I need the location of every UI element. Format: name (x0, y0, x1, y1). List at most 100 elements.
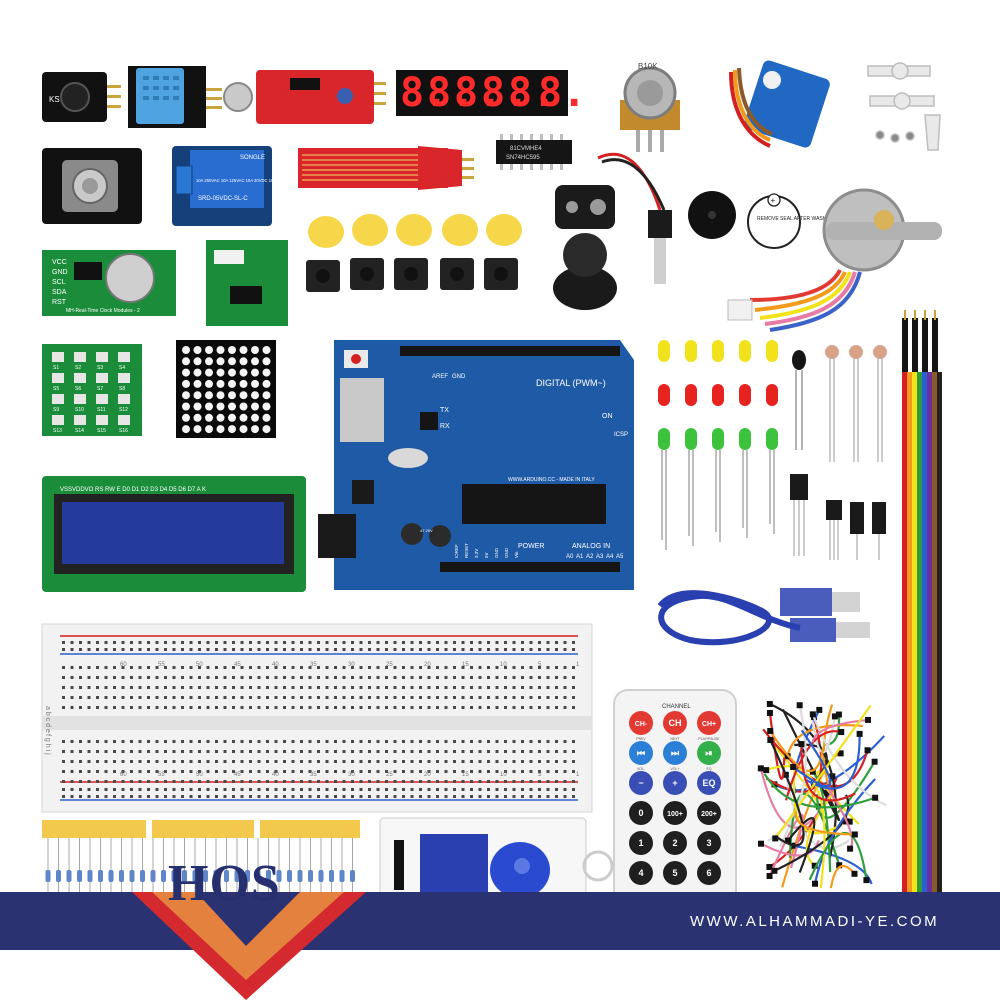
breadboard-number: 15 (462, 772, 469, 778)
led (712, 340, 724, 362)
breadboard-number: 20 (424, 662, 431, 668)
remote-button-label: ⏯ (705, 748, 712, 758)
remote-button-sub: PREV (636, 737, 646, 741)
led (739, 384, 751, 406)
remote-button-sub: NEXT (670, 737, 680, 741)
keypad-key-label: S13 (53, 428, 62, 434)
remote-button-label: CH+ (702, 721, 716, 728)
keypad-key (74, 352, 86, 362)
arduino-power-label: POWER (518, 543, 544, 550)
jumper-wires (757, 700, 887, 889)
segment-digit-6: 8. (538, 70, 586, 116)
rfid-module (379, 817, 614, 899)
led (712, 384, 724, 406)
led-matrix-driver-module (206, 240, 288, 326)
keypad-key-label: S14 (75, 428, 84, 434)
arduino-aref: AREF (432, 374, 448, 380)
arduino-power-pin: GND (494, 547, 499, 558)
segment-digit-2: 8. (427, 70, 475, 116)
arduino-digital-label: DIGITAL (PWM~) (536, 378, 606, 388)
remote-button (629, 771, 653, 795)
remote-button-sub: VOL- (637, 767, 646, 771)
arduino-analog-pin: A4 (606, 554, 614, 560)
keypad-key-label: S15 (97, 428, 106, 434)
arduino-tx: TX (440, 407, 449, 414)
shift-register-chip: 81CVMHE4 SN74HC595 (496, 134, 572, 170)
led-set (658, 340, 778, 550)
breadboard-number: 40 (272, 772, 279, 778)
remote-button (697, 711, 721, 735)
remote-button-label: 0 (638, 808, 643, 818)
remote-header: CHANNEL (662, 704, 691, 710)
arduino-analog-pin: A3 (596, 554, 604, 560)
led (685, 340, 697, 362)
remote-button (629, 741, 653, 765)
push-button-caps (308, 214, 522, 248)
resistor-strip (42, 820, 360, 892)
potentiometer: B10K (620, 62, 680, 152)
potentiometer-label: B10K (638, 62, 658, 71)
keypad-key (52, 373, 64, 383)
keypad-key (74, 394, 86, 404)
segment-digit-5: 8. (508, 70, 556, 116)
arduino-on: ON (602, 413, 613, 420)
photoresistors-and-sensors (790, 345, 887, 560)
keypad-key-label: S3 (97, 365, 103, 371)
rtc-pin-vcc: VCC (52, 259, 67, 266)
remote-button-label: 5 (672, 868, 677, 878)
rtc-pin-sda: SDA (52, 289, 67, 296)
keypad-key (52, 394, 64, 404)
breadboard-number: 1 (576, 662, 580, 668)
stepper-motor (727, 188, 942, 332)
led (739, 428, 751, 450)
remote-button-label: − (638, 778, 643, 788)
arduino-icsp: ICSP (614, 432, 628, 438)
breadboard-number: 10 (500, 772, 507, 778)
segment-digit-1: 8. (400, 70, 448, 116)
led (739, 340, 751, 362)
remote-button (663, 801, 687, 825)
keypad-key-label: S11 (97, 407, 106, 413)
breadboard-number: 45 (234, 662, 241, 668)
led (658, 340, 670, 362)
keypad-key-label: S6 (75, 386, 81, 392)
arduino-power-pin: 3.3V (474, 549, 479, 558)
rtc-pin-rst: RST (52, 299, 67, 306)
breadboard-number: 40 (272, 662, 279, 668)
remote-button-label: EQ (702, 778, 715, 788)
remote-button-label: ⏭ (671, 748, 680, 758)
remote-button (697, 801, 721, 825)
keypad-key-label: S1 (53, 365, 59, 371)
keypad-key-label: S10 (75, 407, 84, 413)
rtc-label: MH-Real-Time Clock Modules - 2 (66, 308, 140, 314)
breadboard-number: 55 (158, 772, 165, 778)
remote-button-label: 200+ (701, 811, 717, 818)
arduino-power-pin: RESET (464, 543, 469, 558)
remote-button (697, 771, 721, 795)
breadboard-number: 30 (348, 772, 355, 778)
remote-button-label: ⏮ (637, 748, 645, 758)
remote-button-label: 3 (706, 838, 711, 848)
passive-buzzer (688, 191, 736, 239)
ir-remote: CHANNEL CH-PREVCHNEXTCH+PLAY/PAUSE⏮VOL-⏭… (613, 689, 737, 941)
tactile-switches (306, 258, 518, 292)
arduino-made-in: WWW.ARDUINO.CC - MADE IN ITALY (508, 477, 595, 483)
breadboard-number: 50 (196, 772, 203, 778)
breadboard-number: 1 (576, 772, 580, 778)
arduino-power-pin: Vin (514, 551, 519, 558)
servo-motor (729, 60, 830, 148)
relay-module: SONGLE 10A 250VAC 10A 125VAC 10A 30VDC 1… (172, 146, 291, 226)
keypad-key (96, 352, 108, 362)
breadboard-number: 35 (310, 662, 317, 668)
breadboard-rows-bottom: f g h i j (44, 734, 51, 755)
keypad-key-label: S9 (53, 407, 59, 413)
remote-button-label: + (672, 778, 677, 788)
arduino-analog-pin: A2 (586, 554, 594, 560)
keypad-key (118, 415, 130, 425)
breadboard-number: 5 (538, 662, 542, 668)
ks-label: KS (49, 95, 60, 104)
brand-logo-text: HOS (168, 855, 281, 912)
